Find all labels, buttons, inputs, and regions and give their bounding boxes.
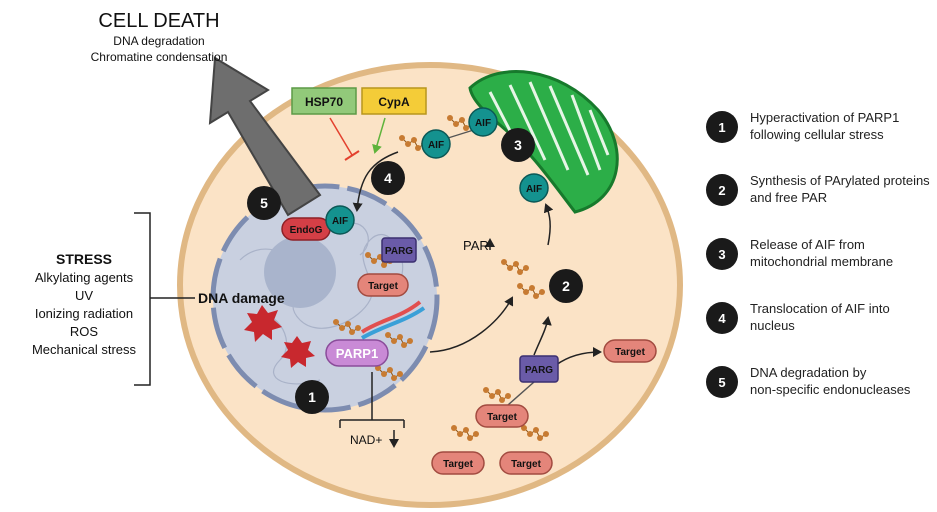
dna-damage-label: DNA damage — [198, 290, 285, 306]
svg-text:3: 3 — [514, 137, 522, 153]
svg-text:3: 3 — [718, 247, 725, 262]
svg-text:Release of AIF from: Release of AIF from — [750, 237, 865, 252]
svg-text:Translocation of AIF into: Translocation of AIF into — [750, 301, 890, 316]
svg-text:AIF: AIF — [428, 140, 444, 151]
svg-text:1: 1 — [308, 389, 316, 405]
step-badge-3: 3 — [501, 128, 535, 162]
svg-text:2: 2 — [718, 183, 725, 198]
arrow-cypa-to-aif — [372, 117, 386, 154]
target-protein: Target — [431, 451, 485, 475]
arrow-aif-to-nucleus — [352, 151, 399, 212]
svg-text:PARG: PARG — [525, 365, 553, 376]
legend-item: 1 Hyperactivation of PARP1 following cel… — [706, 110, 899, 143]
step-badge-5: 5 — [247, 186, 281, 220]
arrow-target-to-par — [533, 316, 552, 356]
mitochondrion — [468, 70, 619, 214]
svg-text:4: 4 — [384, 170, 392, 186]
svg-text:5: 5 — [260, 195, 268, 211]
parg-protein: PARG — [519, 355, 559, 383]
target-protein: Target — [603, 339, 657, 363]
dna-damage-mark — [244, 305, 315, 368]
stress-title: STRESS — [56, 251, 112, 267]
legend: 1 Hyperactivation of PARP1 following cel… — [706, 110, 930, 398]
svg-text:PARP1: PARP1 — [336, 346, 378, 361]
svg-text:non-specific endonucleases: non-specific endonucleases — [750, 382, 911, 397]
svg-text:AIF: AIF — [332, 216, 348, 227]
cypa-label: CypA — [378, 95, 410, 109]
svg-text:nucleus: nucleus — [750, 318, 795, 333]
svg-text:1: 1 — [718, 120, 725, 135]
legend-item: 5 DNA degradation by non-specific endonu… — [706, 365, 911, 398]
step-badge-2: 2 — [549, 269, 583, 303]
parp1-protein: PARP1 — [325, 339, 389, 367]
aif-protein: AIF — [325, 205, 355, 235]
dna-strand — [360, 300, 426, 340]
legend-item: 4 Translocation of AIF into nucleus — [706, 301, 890, 334]
cell-death-line1: DNA degradation — [113, 34, 204, 48]
arrow-par-to-mito — [543, 203, 554, 246]
step-badge-1: 1 — [295, 380, 329, 414]
svg-text:mitochondrial membrane: mitochondrial membrane — [750, 254, 893, 269]
svg-text:Target: Target — [615, 347, 645, 358]
svg-text:Target: Target — [487, 412, 517, 423]
aif-protein: AIF — [421, 129, 451, 159]
hsp70-label: HSP70 — [305, 95, 343, 109]
stress-bracket — [134, 212, 195, 386]
aif-protein: AIF — [519, 173, 549, 203]
cell-death-line2: Chromatine condensation — [91, 50, 228, 64]
nad-label: NAD+ — [350, 433, 382, 447]
target-protein: Target — [475, 404, 529, 428]
svg-text:Target: Target — [368, 281, 398, 292]
svg-text:4: 4 — [718, 311, 726, 326]
aif-protein: AIF — [468, 107, 498, 137]
stress-item: Ionizing radiation — [35, 306, 133, 321]
legend-item: 2 Synthesis of PArylated proteins and fr… — [706, 173, 930, 206]
svg-text:Target: Target — [511, 459, 541, 470]
svg-text:DNA degradation by: DNA degradation by — [750, 365, 867, 380]
hsp70-box — [291, 87, 357, 115]
svg-text:Synthesis of PArylated protein: Synthesis of PArylated proteins — [750, 173, 930, 188]
svg-text:Target: Target — [443, 459, 473, 470]
step-badge-4: 4 — [371, 161, 405, 195]
target-protein: Target — [499, 451, 553, 475]
svg-text:5: 5 — [718, 375, 725, 390]
stress-item: UV — [75, 288, 93, 303]
svg-text:AIF: AIF — [526, 184, 542, 195]
stress-item: Mechanical stress — [32, 342, 137, 357]
svg-text:and free PAR: and free PAR — [750, 190, 827, 205]
arrow-parp1-to-par — [429, 296, 514, 353]
cypa-box — [361, 87, 427, 115]
arrow-parg-to-target — [555, 347, 602, 366]
nad-consumption — [339, 372, 405, 428]
svg-text:following cellular stress: following cellular stress — [750, 127, 884, 142]
line-parg-target — [507, 381, 535, 406]
legend-item: 3 Release of AIF from mitochondrial memb… — [706, 237, 893, 270]
cell-death-title: CELL DEATH — [98, 10, 219, 32]
nucleolus — [264, 236, 336, 308]
svg-text:Hyperactivation of PARP1: Hyperactivation of PARP1 — [750, 110, 899, 125]
svg-text:PARG: PARG — [385, 246, 413, 257]
parg-protein: PARG — [381, 237, 417, 263]
target-protein: Target — [357, 273, 409, 297]
par-label: PAR — [463, 238, 489, 253]
svg-text:AIF: AIF — [475, 118, 491, 129]
inhibition-hsp70 — [329, 117, 360, 161]
endog-label: EndoG — [290, 225, 323, 236]
stress-item: Alkylating agents — [35, 270, 134, 285]
stress-item: ROS — [70, 324, 99, 339]
svg-text:2: 2 — [562, 278, 570, 294]
